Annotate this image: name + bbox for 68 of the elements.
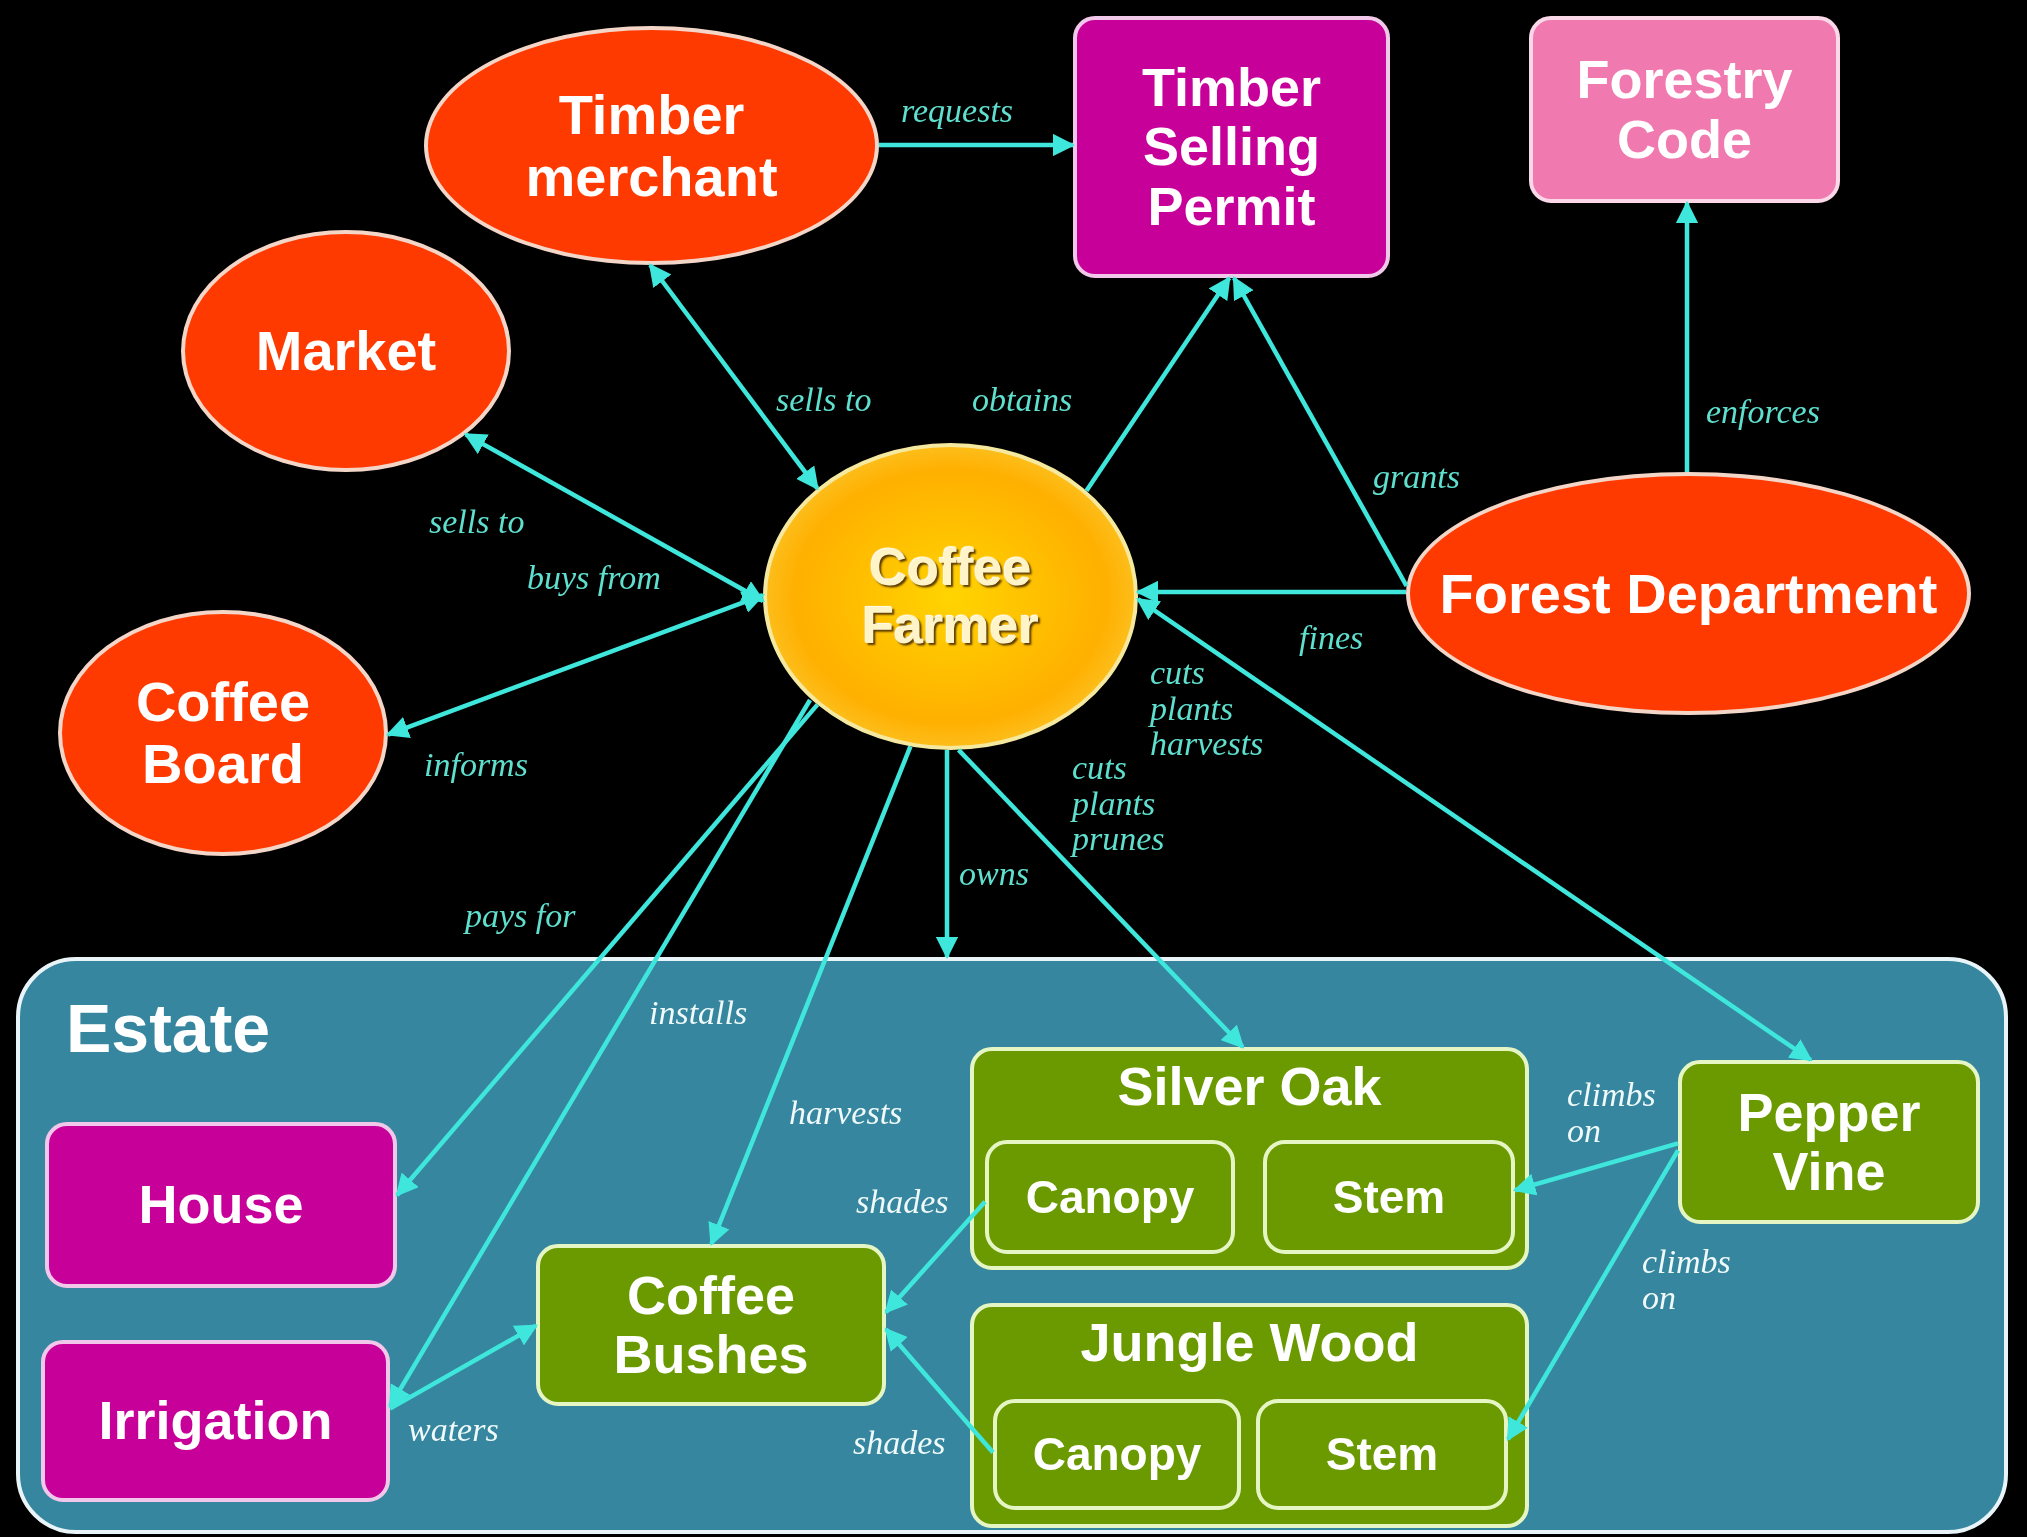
arrow (884, 1200, 987, 1314)
node-label: Market (255, 320, 437, 382)
arrow (884, 1327, 995, 1454)
process-box (536, 1244, 886, 1406)
edge-label: pays for (465, 898, 577, 934)
process-box (45, 1122, 397, 1288)
process-box (1256, 1399, 1508, 1510)
arrow (1136, 597, 1813, 1062)
arrow (1675, 200, 1699, 472)
edge-label: sells to (429, 504, 526, 540)
arrow (1135, 580, 1406, 604)
edge-label: obtains (972, 382, 1074, 418)
arrow (935, 749, 959, 960)
node-label: Coffee Farmer (861, 539, 1040, 654)
edge-label: grants (1373, 459, 1461, 495)
edge-label: climbs on (1642, 1244, 1732, 1316)
process-box (1529, 16, 1840, 203)
node-label: Coffee Bushes (612, 1265, 810, 1385)
process-box (1678, 1060, 1980, 1224)
edge-label: waters (408, 1412, 500, 1448)
node-label: Timber Selling Permit (1140, 57, 1323, 237)
node-label: Forestry Code (1575, 50, 1794, 169)
arrow (879, 133, 1076, 157)
arrow (463, 432, 766, 603)
arrow (1506, 1149, 1680, 1442)
node-label: Canopy (1032, 1429, 1202, 1480)
edge-label: harvests (789, 1095, 904, 1131)
node-label: Timber merchant (524, 83, 779, 208)
node-label: Estate (66, 991, 271, 1066)
node-label: Silver Oak (1117, 1057, 1382, 1117)
group-box (970, 1047, 1529, 1270)
arrow (1232, 276, 1409, 588)
edge-label: shades (856, 1184, 950, 1220)
arrow (956, 748, 1245, 1049)
node-label: Forest Department (1439, 562, 1938, 625)
edge-label: informs (424, 747, 529, 783)
arrow (648, 263, 820, 491)
relation-label: buys from (527, 560, 662, 596)
edge-label: sells to (776, 382, 873, 418)
group-box (970, 1303, 1529, 1528)
node-label: House (138, 1175, 304, 1235)
arrow (388, 698, 812, 1409)
node-label: Pepper Vine (1736, 1082, 1922, 1202)
node-label: Jungle Wood (1080, 1313, 1419, 1373)
process-box (1263, 1140, 1515, 1254)
edge-label: installs (649, 995, 749, 1031)
arrow (708, 745, 913, 1247)
edge-label: enforces (1706, 394, 1821, 430)
arrow (1084, 276, 1232, 493)
node-label: Stem (1325, 1429, 1439, 1480)
node-label: Irrigation (98, 1391, 333, 1451)
arrow (1512, 1141, 1679, 1196)
process-box (1073, 16, 1390, 278)
edge-label: owns (959, 856, 1030, 892)
node-label: Stem (1332, 1171, 1446, 1223)
edge-label: requests (901, 93, 1015, 129)
process-box (985, 1140, 1235, 1254)
node-label: Canopy (1025, 1171, 1195, 1223)
arrow (395, 703, 820, 1197)
container-box (16, 957, 2008, 1534)
edge-label: climbs on (1567, 1077, 1657, 1149)
edge-label: fines (1299, 620, 1365, 656)
edge-label: shades (853, 1425, 947, 1461)
arrow (385, 591, 766, 739)
process-box (41, 1340, 390, 1502)
arrow (388, 1323, 538, 1411)
node-label: Coffee Board (134, 671, 312, 795)
process-box (993, 1399, 1241, 1510)
